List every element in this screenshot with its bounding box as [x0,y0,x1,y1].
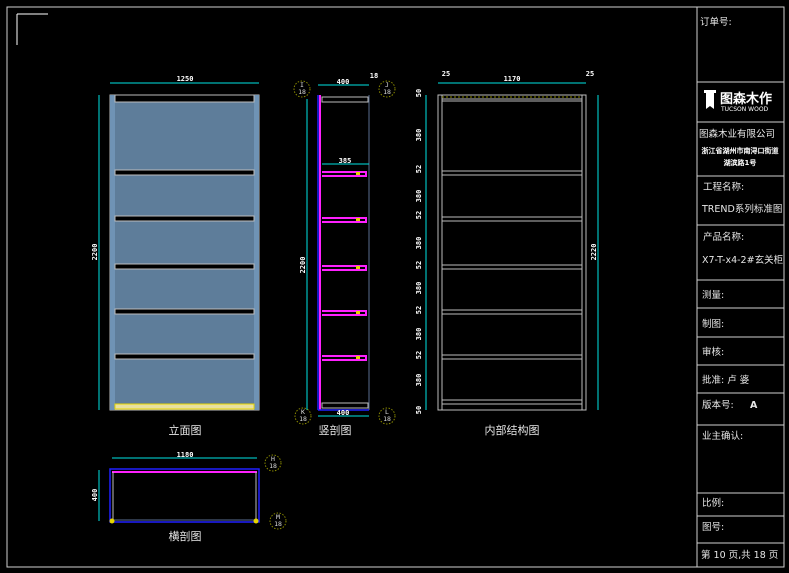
version-label: 版本号: [702,399,734,411]
svg-text:J: J [385,81,389,89]
svg-text:18: 18 [298,88,306,96]
drawing-no-label: 图号: [702,522,724,533]
approve-label: 批准: 卢 婆 [702,374,750,386]
front-view: 1250 2200 立面图 [91,75,260,437]
logo-icon [704,90,716,109]
project-value: TREND系列标准图 [701,203,782,215]
svg-text:I: I [300,81,304,89]
interior-left-dim: 380 [415,328,423,341]
logo-text: 图森木作 [720,91,772,107]
interior-left-dim: 52 [415,306,423,314]
project-label: 工程名称: [703,181,744,193]
plan-width-dim: 1180 [177,451,194,459]
section-view-label: 竖剖图 [319,423,352,437]
plan-depth-dim: 400 [91,489,99,502]
interior-left-dim: 380 [415,129,423,142]
section-depth-bottom-dim: 400 [337,409,350,417]
interior-left-dim: 50 [415,89,423,97]
logo-subtext: TUCSON WOOD [720,106,769,113]
svg-text:L: L [385,408,389,416]
front-height-dim: 2200 [91,244,99,261]
drawing-label: 制图: [702,318,724,330]
interior-left-dim: 380 [415,282,423,295]
scale-label: 比例: [702,497,724,509]
interior-left-dim: 52 [415,351,423,359]
interior-height-dim: 2220 [590,244,598,261]
version-value: A [750,400,758,411]
front-width-dim: 1250 [177,75,194,83]
svg-text:18: 18 [383,88,391,96]
interior-width-dim: 1170 [504,75,521,83]
interior-right-gap-dim: 25 [586,70,594,78]
product-value: X7-T-x4-2#玄关柜 [702,254,784,266]
svg-text:18: 18 [274,520,282,528]
detail-bubble-i: I18 [293,80,311,98]
svg-text:H: H [271,455,275,463]
drawing-border [6,6,785,568]
title-block [696,7,784,567]
section-view: 400 18 385 2200 400 I18 J18 K18 L18 竖剖图 [293,72,396,437]
svg-text:18: 18 [383,415,391,423]
interior-left-dim: 380 [415,190,423,203]
review-label: 审核: [702,346,724,358]
interior-left-dim: 380 [415,374,423,387]
interior-view: 25 1170 25 2220 50 380 52 380 52 380 52 380 52 38… [415,70,599,437]
company-address-2: 湖滨路1号 [724,158,757,167]
interior-left-gap-dim: 25 [442,70,450,78]
detail-bubble-h: H18 [264,454,282,472]
section-shelf-depth-dim: 385 [339,157,352,165]
order-no-label: 订单号: [700,16,732,28]
section-depth-top-dim: 400 [337,78,350,86]
section-thickness-dim: 18 [370,72,378,80]
detail-bubble-k: K18 [294,407,312,425]
svg-text:18: 18 [299,415,307,423]
plan-view: 1180 400 H18 M18 横剖图 [91,451,287,543]
company-address-1: 浙江省湖州市南浔口街道 [702,146,779,155]
plan-view-label: 横剖图 [169,529,202,543]
svg-text:18: 18 [269,462,277,470]
interior-left-dims: 50 380 52 380 52 380 52 380 52 380 52 380 50 [415,89,423,414]
logo: 图森木作 TUCSON WOOD [704,90,772,113]
company-name: 图森木业有限公司 [699,128,775,140]
owner-confirm-label: 业主确认: [702,430,743,442]
page-info: 第 10 页,共 18 页 [701,549,778,561]
interior-view-label: 内部结构图 [485,423,540,437]
section-height-dim: 2200 [299,257,307,274]
front-view-label: 立面图 [169,423,202,437]
interior-left-dim: 380 [415,237,423,250]
detail-bubble-l: L18 [378,407,396,425]
svg-text:K: K [301,408,305,416]
interior-left-dim: 52 [415,261,423,269]
interior-left-dim: 52 [415,165,423,173]
product-label: 产品名称: [703,231,744,243]
measure-label: 测量: [702,290,724,301]
detail-bubble-j: J18 [378,80,396,98]
interior-left-dim: 52 [415,211,423,219]
svg-text:M: M [276,513,280,521]
interior-left-dim: 50 [415,406,423,414]
detail-bubble-m: M18 [269,512,287,530]
